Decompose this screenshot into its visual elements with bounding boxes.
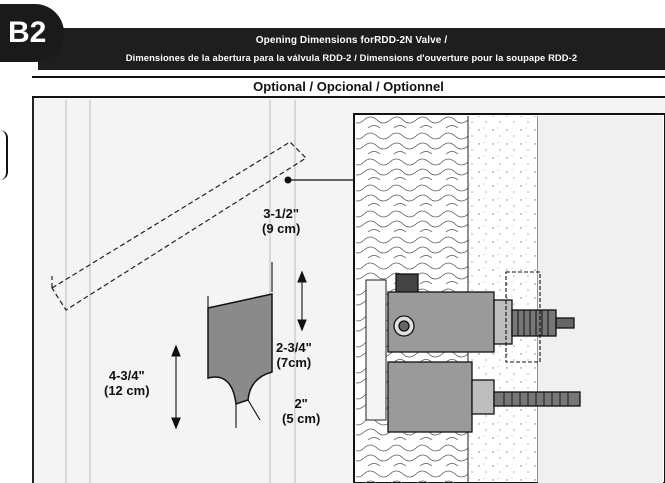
dimension-lower-width: 2" (5 cm) [282,396,320,426]
dimension-total-height-metric: (12 cm) [104,383,150,398]
dimension-width: 3-1/2" (9 cm) [262,206,300,236]
dimension-upper-height-imperial: 2-3/4" [276,340,312,355]
binding-tab [0,130,8,180]
dimension-upper-height-metric: (7cm) [276,355,312,370]
optional-label: Optional / Opcional / Optionnel [32,76,665,98]
wall-studs [65,100,296,483]
dimension-lower-width-metric: (5 cm) [282,411,321,426]
dimension-width-imperial: 3-1/2" [263,206,300,221]
dimension-lower-width-imperial: 2" [294,396,308,411]
header-subtitle: Dimensiones de la abertura para la válvu… [125,52,578,63]
dimension-upper-height: 2-3/4" (7cm) [276,340,312,370]
header-bar: Opening Dimensions forRDD-2N Valve / Dim… [38,28,665,70]
dimension-total-height: 4-3/4" (12 cm) [104,368,150,398]
valve-body [387,271,581,433]
dimension-lines [171,262,307,430]
dimension-total-height-imperial: 4-3/4" [108,368,145,383]
step-badge: B2 [0,4,64,62]
wall-opening-cutout [207,293,273,406]
header-title: Opening Dimensions forRDD-2N Valve / [255,35,448,46]
dimension-width-metric: (9 cm) [262,221,301,236]
trim-plate-outline [51,141,307,311]
